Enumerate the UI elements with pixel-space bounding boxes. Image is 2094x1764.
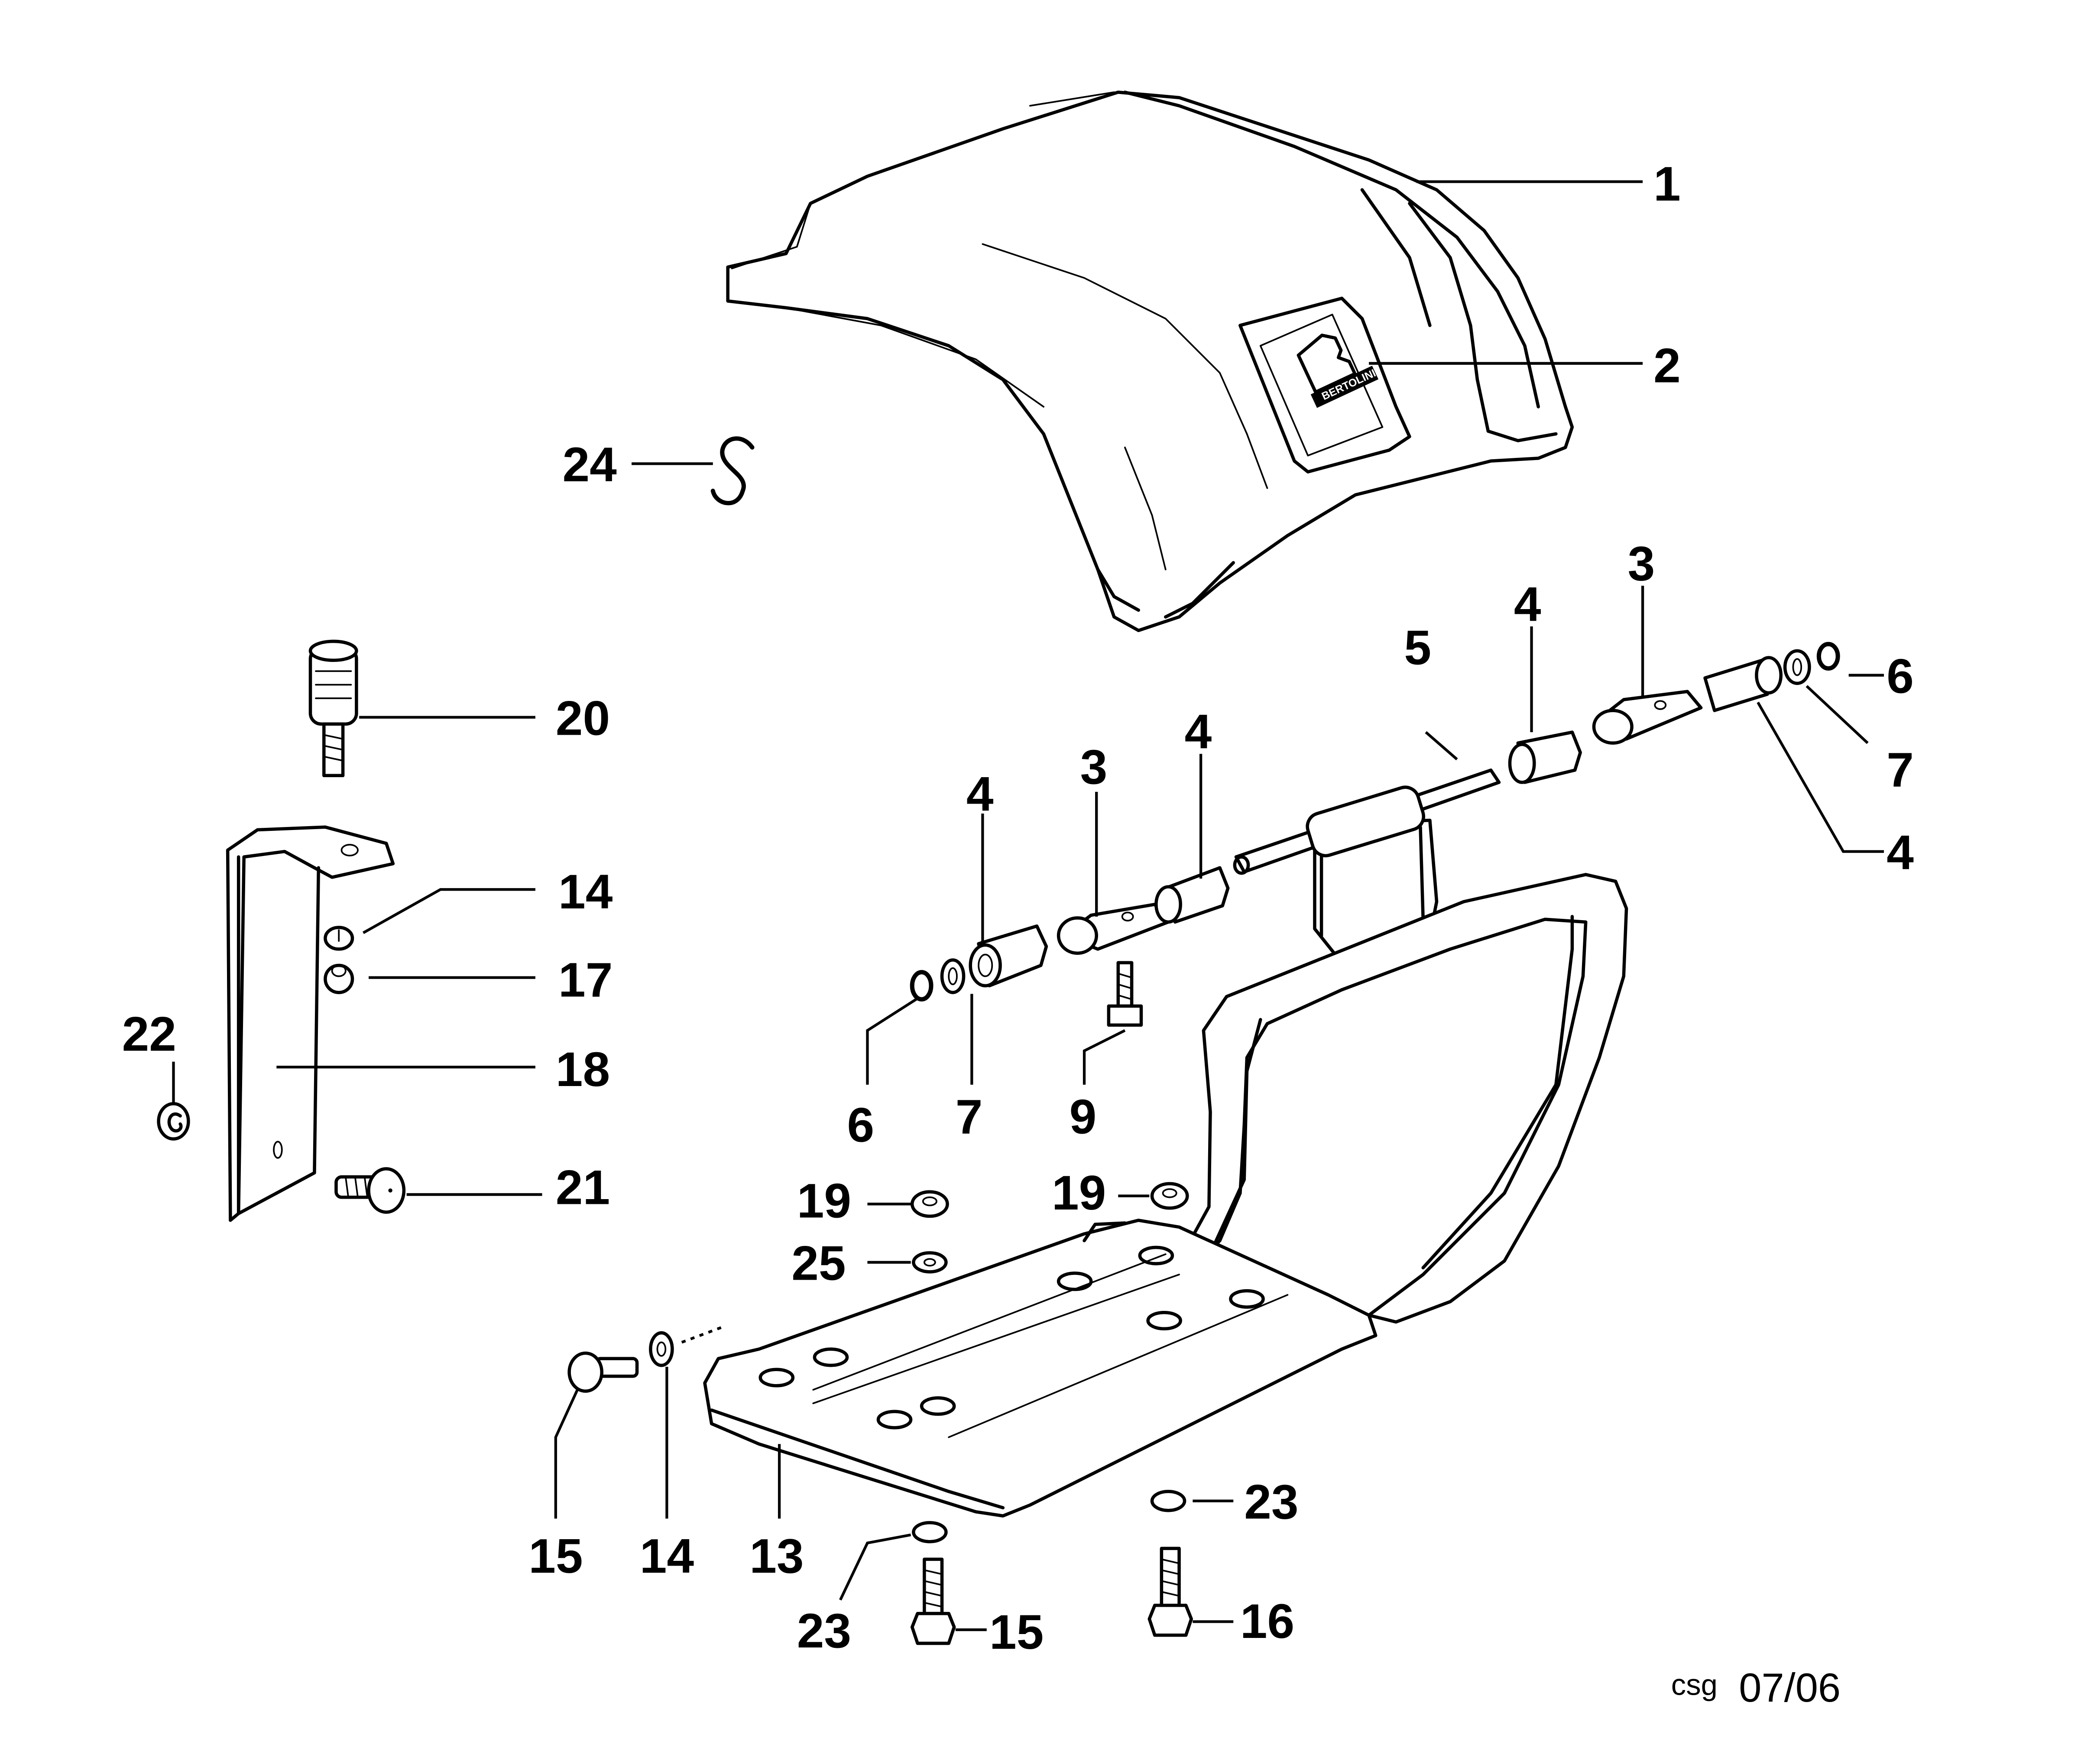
- callout-17: 17: [558, 952, 613, 1007]
- part-screw-9: [1107, 961, 1143, 1027]
- callout-21: 21: [556, 1160, 610, 1214]
- callout-15-left: 15: [528, 1529, 583, 1583]
- callout-7-right: 7: [1887, 742, 1914, 797]
- part-bolt-21: [334, 1167, 406, 1214]
- part-shaft: [1233, 769, 1501, 875]
- part-washer-25: [912, 1251, 948, 1274]
- callout-20: 20: [556, 691, 610, 745]
- part-bushing-left-1: [969, 924, 1048, 988]
- callout-2: 2: [1653, 338, 1681, 393]
- callout-6-left: 6: [847, 1097, 875, 1152]
- callout-9: 9: [1070, 1090, 1097, 1144]
- callout-16: 16: [1240, 1594, 1294, 1648]
- callout-24: 24: [562, 437, 617, 492]
- part-bolt-15-bottom: [910, 1557, 956, 1645]
- part-bracket-3-left: [1057, 902, 1170, 955]
- part-washer-23-right: [1150, 1490, 1186, 1512]
- callout-4-mid: 4: [1185, 704, 1212, 759]
- callout-18: 18: [556, 1042, 610, 1096]
- callout-13: 13: [749, 1529, 804, 1583]
- part-nut-19-left: [910, 1190, 949, 1218]
- part-washer-7-left: [940, 958, 966, 994]
- callout-19-right: 19: [1052, 1165, 1106, 1220]
- callout-6-right: 6: [1887, 649, 1914, 703]
- part-knob: [308, 639, 358, 778]
- part-bushing-right-2: [1703, 656, 1783, 712]
- stamp-date: 07/06: [1739, 1665, 1841, 1710]
- callout-4-left: 4: [966, 767, 994, 821]
- part-bracket: [226, 825, 395, 1222]
- part-clip-6-left: [910, 970, 934, 1002]
- callout-25: 25: [791, 1236, 846, 1291]
- part-washer-7-right: [1783, 649, 1811, 685]
- callout-3-upper: 3: [1628, 536, 1655, 591]
- part-nut-19-right: [1150, 1182, 1189, 1210]
- stamp-code: csg: [1671, 1668, 1718, 1701]
- part-bracket-3-right: [1592, 690, 1703, 745]
- callout-1: 1: [1653, 156, 1681, 211]
- revision-stamp: csg 07/06: [1671, 1665, 1841, 1710]
- part-clip-6-right: [1816, 642, 1840, 671]
- callout-3-mid: 3: [1080, 739, 1108, 794]
- callout-23-right: 23: [1244, 1474, 1298, 1529]
- leader-lines: [172, 180, 1884, 1631]
- callout-23-left: 23: [797, 1603, 851, 1658]
- callout-22: 22: [122, 1007, 176, 1061]
- part-bolt-15-left: [567, 1351, 639, 1393]
- part-base-plate: [703, 1219, 1378, 1518]
- part-footrest-frame: [1177, 818, 1628, 1324]
- callout-4-right: 4: [1887, 825, 1914, 879]
- callout-5: 5: [1404, 620, 1431, 675]
- part-s-hook: [710, 436, 755, 506]
- part-cover: [726, 91, 1574, 632]
- callout-14-bottom: 14: [640, 1529, 694, 1583]
- part-nut: [324, 963, 354, 994]
- part-bolt-16: [1147, 1547, 1193, 1637]
- part-bushing-right-1: [1508, 730, 1582, 784]
- part-nut-22: [157, 1102, 190, 1141]
- part-lock-washer: [324, 926, 354, 951]
- part-washer-14: [649, 1331, 674, 1367]
- part-bushing-left-2: [1154, 866, 1230, 924]
- callout-15-bottom: 15: [989, 1605, 1044, 1659]
- callout-4-upper-mid: 4: [1514, 577, 1541, 631]
- part-washer-23-left: [912, 1521, 948, 1544]
- callouts: 1 2 24 20 14 17 22 18 21 5 4 3 6 7 4 4 3…: [122, 156, 1914, 1659]
- callout-7-left: 7: [956, 1090, 983, 1144]
- callout-14-top: 14: [558, 864, 613, 919]
- callout-19-left: 19: [797, 1174, 851, 1228]
